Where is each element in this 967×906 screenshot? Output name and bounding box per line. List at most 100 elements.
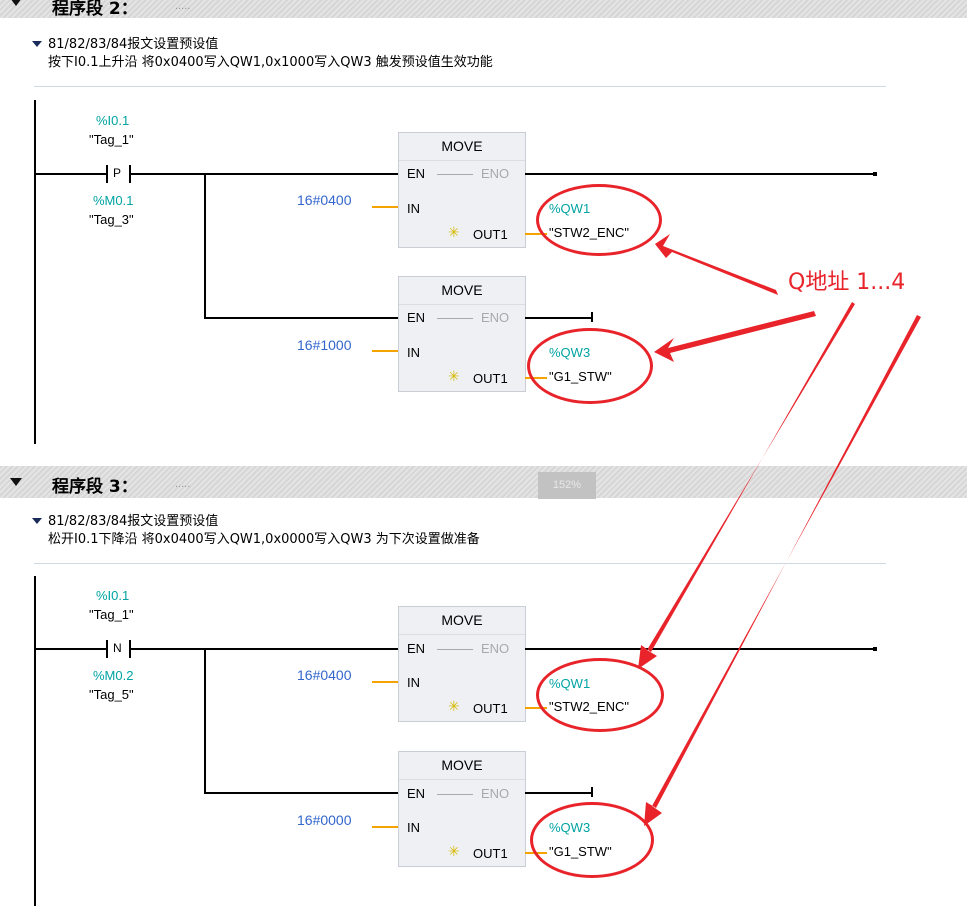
- new-value-star-icon: ✳: [448, 843, 460, 859]
- memory-address: %M0.2: [93, 668, 134, 683]
- pin-en: EN: [407, 786, 426, 801]
- highlight-ellipse: [536, 184, 662, 256]
- branch-wire: [204, 792, 399, 794]
- en-eno-line: [437, 318, 473, 319]
- move-block[interactable]: MOVE EN ENO IN ✳ OUT1: [398, 276, 526, 392]
- annotation-arrow: [638, 302, 855, 669]
- pin-out: OUT1: [473, 371, 508, 386]
- contact-right-bar[interactable]: [129, 640, 131, 658]
- contact-left-bar[interactable]: [106, 165, 108, 183]
- segment-3-comment-title[interactable]: 81/82/83/84报文设置预设值: [48, 514, 219, 529]
- pin-out: OUT1: [473, 701, 508, 716]
- contact-left-bar[interactable]: [106, 640, 108, 658]
- move-divider: [399, 160, 525, 161]
- rung-wire: [131, 648, 399, 650]
- move-block[interactable]: MOVE EN ENO IN ✳ OUT1: [398, 751, 526, 867]
- comment-divider: [34, 86, 886, 87]
- move-input-value[interactable]: 16#0400: [297, 667, 352, 683]
- contact-tag: "Tag_1": [89, 132, 134, 147]
- memory-tag: "Tag_3": [89, 212, 134, 227]
- pin-in: IN: [407, 345, 420, 360]
- contact-right-bar[interactable]: [129, 165, 131, 183]
- pin-out: OUT1: [473, 227, 508, 242]
- rung-wire: [525, 792, 593, 794]
- pin-in: IN: [407, 675, 420, 690]
- en-eno-line: [437, 649, 473, 650]
- comment-divider: [34, 563, 886, 564]
- pin-eno: ENO: [481, 641, 510, 656]
- segment-2-dots: .....: [175, 0, 191, 12]
- move-title: MOVE: [399, 133, 525, 160]
- segment-2-comment-text[interactable]: 按下I0.1上升沿 将0x0400写入QW1,0x1000写入QW3 触发预设值…: [48, 55, 493, 70]
- segment-3-title: 程序段 3：: [52, 477, 138, 497]
- rung-wire: [36, 648, 106, 650]
- contact-tag: "Tag_1": [89, 607, 134, 622]
- move-title: MOVE: [399, 752, 525, 779]
- collapse-triangle-icon[interactable]: [10, 478, 22, 486]
- annotation-arrow: [655, 234, 778, 295]
- highlight-ellipse: [527, 328, 653, 404]
- pin-out: OUT1: [473, 846, 508, 861]
- move-divider: [399, 304, 525, 305]
- move-block[interactable]: MOVE EN ENO IN ✳ OUT1: [398, 132, 526, 248]
- move-input-value[interactable]: 16#0400: [297, 192, 352, 208]
- comment-collapse-icon[interactable]: [32, 41, 42, 47]
- move-divider: [399, 634, 525, 635]
- new-value-star-icon: ✳: [448, 224, 460, 240]
- annotation-arrow: [654, 311, 816, 362]
- segment-3-comment-text[interactable]: 松开I0.1下降沿 将0x0400写入QW1,0x0000写入QW3 为下次设置…: [48, 532, 480, 547]
- rung-end-marker: [591, 312, 593, 322]
- new-value-star-icon: ✳: [448, 368, 460, 384]
- branch-wire: [204, 173, 206, 319]
- annotation-label: Q地址 1...4: [788, 270, 906, 295]
- segment-2-comment-title[interactable]: 81/82/83/84报文设置预设值: [48, 37, 219, 52]
- comment-collapse-icon[interactable]: [32, 518, 42, 524]
- new-value-star-icon: ✳: [448, 698, 460, 714]
- pin-en: EN: [407, 641, 426, 656]
- rung-wire: [525, 317, 593, 319]
- move-title: MOVE: [399, 277, 525, 304]
- input-connector: [372, 206, 398, 208]
- contact-type-n[interactable]: N: [113, 641, 122, 655]
- rung-end-marker: [873, 647, 877, 651]
- left-power-rail: [34, 576, 36, 906]
- move-input-value[interactable]: 16#1000: [297, 337, 352, 353]
- segment-3-dots: .....: [175, 478, 191, 490]
- pin-en: EN: [407, 166, 426, 181]
- input-connector: [372, 350, 398, 352]
- pin-eno: ENO: [481, 310, 510, 325]
- left-power-rail: [34, 100, 36, 444]
- en-eno-line: [437, 174, 473, 175]
- move-input-value[interactable]: 16#0000: [297, 812, 352, 828]
- annotation-arrow: [644, 315, 921, 826]
- contact-address: %I0.1: [96, 588, 130, 603]
- rung-wire: [36, 173, 106, 175]
- memory-address: %M0.1: [93, 193, 134, 208]
- contact-address: %I0.1: [96, 113, 130, 128]
- highlight-ellipse: [530, 802, 654, 878]
- pin-eno: ENO: [481, 166, 510, 181]
- segment-2-title: 程序段 2：: [52, 0, 138, 19]
- rung-end-marker: [591, 787, 593, 797]
- move-block[interactable]: MOVE EN ENO IN ✳ OUT1: [398, 606, 526, 722]
- move-title: MOVE: [399, 607, 525, 634]
- memory-tag: "Tag_5": [89, 687, 134, 702]
- collapse-triangle-icon[interactable]: [10, 0, 22, 6]
- output-connector: [525, 707, 547, 709]
- move-divider: [399, 779, 525, 780]
- contact-type-p[interactable]: P: [113, 166, 122, 180]
- branch-wire: [204, 648, 206, 794]
- zoom-level-badge: 152%: [538, 472, 596, 499]
- segment-3-header[interactable]: 程序段 3： .....: [0, 466, 967, 498]
- rung-end-marker: [873, 172, 877, 176]
- pin-in: IN: [407, 201, 420, 216]
- pin-eno: ENO: [481, 786, 510, 801]
- rung-wire: [525, 173, 875, 175]
- output-connector: [525, 233, 547, 235]
- pin-en: EN: [407, 310, 426, 325]
- en-eno-line: [437, 794, 473, 795]
- pin-in: IN: [407, 820, 420, 835]
- segment-2-header[interactable]: 程序段 2： .....: [0, 0, 967, 19]
- branch-wire: [204, 317, 399, 319]
